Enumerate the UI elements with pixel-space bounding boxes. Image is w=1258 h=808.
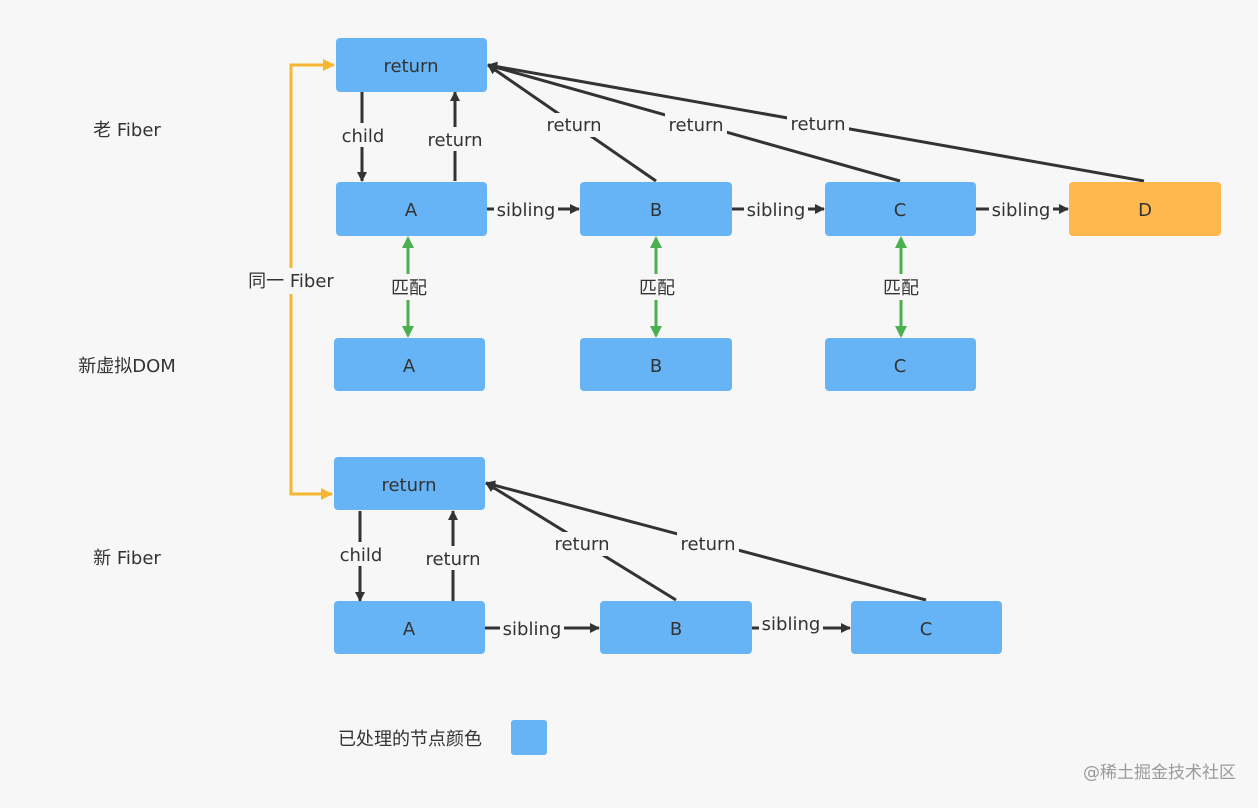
new-sibling-label-bc: sibling — [762, 614, 821, 635]
new-vdom-node-a-label: A — [403, 356, 416, 377]
match-label-c-bg — [880, 274, 922, 300]
old-sibling-label-ab-bg — [494, 197, 558, 223]
old-fiber-root-node: return — [336, 38, 487, 92]
new-fiber-node-a: A — [334, 601, 485, 654]
new-sibling-label-bc-bg — [759, 611, 823, 637]
new-fiber-node-b-label: B — [670, 619, 682, 640]
new-sibling-label-ab-bg — [500, 616, 564, 642]
old-fiber-node-d-label: D — [1138, 200, 1152, 221]
old-fiber-node-c: C — [825, 182, 976, 236]
new-fiber-node-b: B — [600, 601, 752, 654]
old-sibling-label-bc-bg — [744, 197, 808, 223]
old-return-label-c: return — [668, 115, 723, 136]
old-sibling-label-ab: sibling — [497, 200, 556, 221]
old-return-label-d-bg — [787, 112, 849, 136]
old-fiber-node-a: A — [336, 182, 487, 236]
row-label-new-vdom: 新虚拟DOM — [78, 356, 176, 377]
old-child-label: child — [342, 126, 385, 147]
new-sibling-label-ab: sibling — [503, 619, 562, 640]
new-return-label-c-bg — [677, 532, 739, 556]
match-label-a-bg — [388, 274, 430, 300]
new-return-label-b: return — [554, 534, 609, 555]
old-return-label-a-bg — [423, 127, 487, 151]
new-vdom-node-a: A — [334, 338, 485, 391]
old-child-label-bg — [337, 123, 389, 147]
row-label-new-fiber: 新 Fiber — [93, 548, 161, 569]
new-child-label: child — [340, 545, 383, 566]
legend-swatch — [511, 720, 547, 755]
old-fiber-node-d: D — [1069, 182, 1221, 236]
new-return-label-c: return — [680, 534, 735, 555]
old-fiber-node-c-label: C — [894, 200, 907, 221]
new-return-label-a-bg — [421, 546, 485, 570]
new-fiber-node-c-label: C — [920, 619, 933, 640]
same-fiber-label: 同一 Fiber — [248, 271, 334, 292]
new-fiber-node-c: C — [851, 601, 1002, 654]
match-label-c: 匹配 — [883, 278, 919, 299]
old-fiber-node-a-label: A — [405, 200, 418, 221]
new-vdom-node-c-label: C — [894, 356, 907, 377]
new-return-label-b-bg — [551, 532, 613, 556]
new-return-label-a: return — [425, 549, 480, 570]
new-vdom-node-b: B — [580, 338, 732, 391]
new-vdom-node-c: C — [825, 338, 976, 391]
new-vdom-node-b-label: B — [650, 356, 662, 377]
old-sibling-label-cd-bg — [989, 197, 1053, 223]
watermark: @稀土掘金技术社区 — [1083, 763, 1236, 783]
row-label-old-fiber: 老 Fiber — [93, 120, 161, 141]
old-return-label-b-bg — [543, 113, 605, 137]
legend-label: 已处理的节点颜色 — [338, 729, 482, 750]
old-sibling-label-bc: sibling — [747, 200, 806, 221]
match-label-a: 匹配 — [391, 278, 427, 299]
old-fiber-node-b-label: B — [650, 200, 662, 221]
match-label-b: 匹配 — [639, 278, 675, 299]
old-return-label-b: return — [546, 115, 601, 136]
new-fiber-node-a-label: A — [403, 619, 416, 640]
match-label-b-bg — [636, 274, 678, 300]
old-fiber-root-label: return — [383, 56, 438, 77]
old-sibling-label-cd: sibling — [992, 200, 1051, 221]
old-return-label-c-bg — [665, 113, 727, 137]
old-fiber-node-b: B — [580, 182, 732, 236]
new-fiber-root-label: return — [381, 475, 436, 496]
same-fiber-label-bg — [244, 268, 338, 294]
new-fiber-root-node: return — [334, 457, 485, 510]
old-return-label-a: return — [427, 130, 482, 151]
old-return-label-d: return — [790, 114, 845, 135]
new-child-label-bg — [335, 542, 387, 566]
